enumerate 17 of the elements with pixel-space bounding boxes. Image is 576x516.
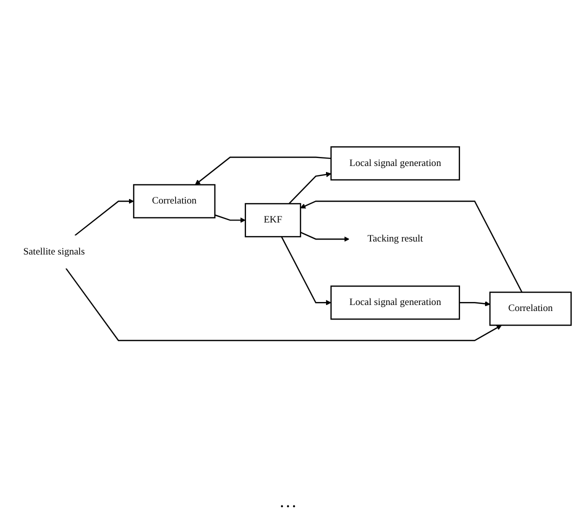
- node-box: Correlation: [489, 291, 572, 326]
- arrow: [74, 198, 134, 236]
- node-box: Local signal generation: [330, 146, 460, 180]
- arrow: [214, 214, 246, 223]
- node-text: Satellite signals: [23, 246, 85, 257]
- node-box: Local signal generation: [330, 285, 460, 320]
- arrow: [66, 268, 502, 341]
- node-text: Tacking result: [367, 233, 423, 244]
- arrow: [194, 156, 332, 185]
- ellipsis-note: …: [279, 491, 297, 512]
- arrow: [280, 236, 332, 306]
- node-box: Correlation: [133, 184, 216, 218]
- arrow: [300, 200, 522, 292]
- arrow: [300, 232, 350, 242]
- arrow: [459, 300, 490, 306]
- arrow: [288, 172, 332, 204]
- node-box: EKF: [244, 202, 302, 238]
